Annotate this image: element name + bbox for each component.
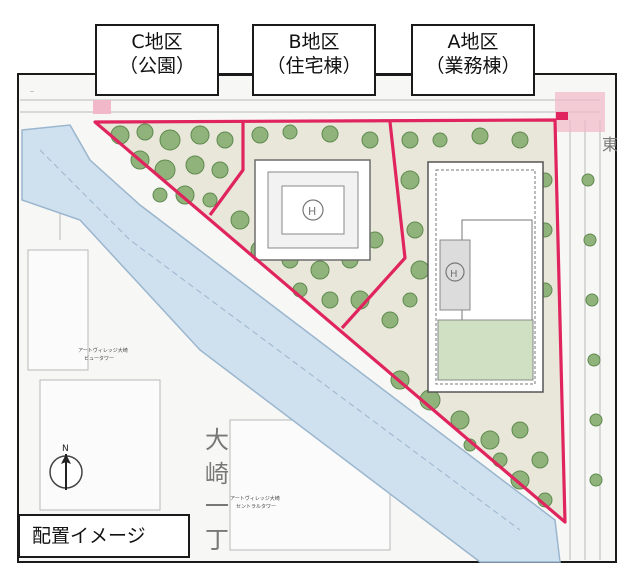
map-tiny-label: ― (30, 89, 34, 94)
boundary-c-b (208, 122, 245, 216)
zone-label-c: C地区 （公園） (95, 24, 219, 96)
zone-a-title: A地区 (447, 31, 499, 53)
zone-c-title: C地区 (131, 31, 183, 53)
svg-text:H: H (450, 269, 458, 280)
boundary-b-a (340, 121, 407, 330)
district-character: 大 (205, 426, 229, 454)
zone-a-subtitle: （業務棟） (425, 55, 521, 77)
zone-c-subtitle: （公園） (118, 55, 195, 77)
boundary-outer (93, 118, 567, 524)
north-arrow: N (49, 444, 83, 490)
road-markings (93, 92, 605, 132)
east-character: 東 (602, 135, 618, 154)
zone-b-subtitle: （住宅棟） (266, 55, 362, 77)
building-label-bottom-sub: セントラルタワー (236, 503, 276, 510)
site-boundaries (93, 118, 567, 524)
zone-b-title: B地区 (288, 31, 340, 53)
zone-label-a: A地区 （業務棟） (411, 24, 535, 96)
streets (20, 99, 601, 560)
zone-label-b: B地区 （住宅棟） (252, 24, 376, 96)
river-centerline (39, 149, 521, 531)
river (21, 124, 561, 563)
layout-caption: 配置イメージ (18, 514, 190, 558)
building-label-left-sub: ビュータワー (84, 355, 114, 362)
district-character: 丁 (205, 526, 229, 554)
district-character: 崎 (205, 460, 229, 488)
north-letter: N (62, 444, 69, 454)
building-label-left: アートヴィレッジ大崎 (78, 347, 128, 354)
svg-text:H: H (308, 205, 316, 218)
building-b: H (254, 159, 371, 261)
building-label-bottom: アートヴィレッジ大崎 (230, 495, 280, 502)
district-character: 一 (205, 492, 229, 520)
building-a: H (427, 161, 544, 393)
